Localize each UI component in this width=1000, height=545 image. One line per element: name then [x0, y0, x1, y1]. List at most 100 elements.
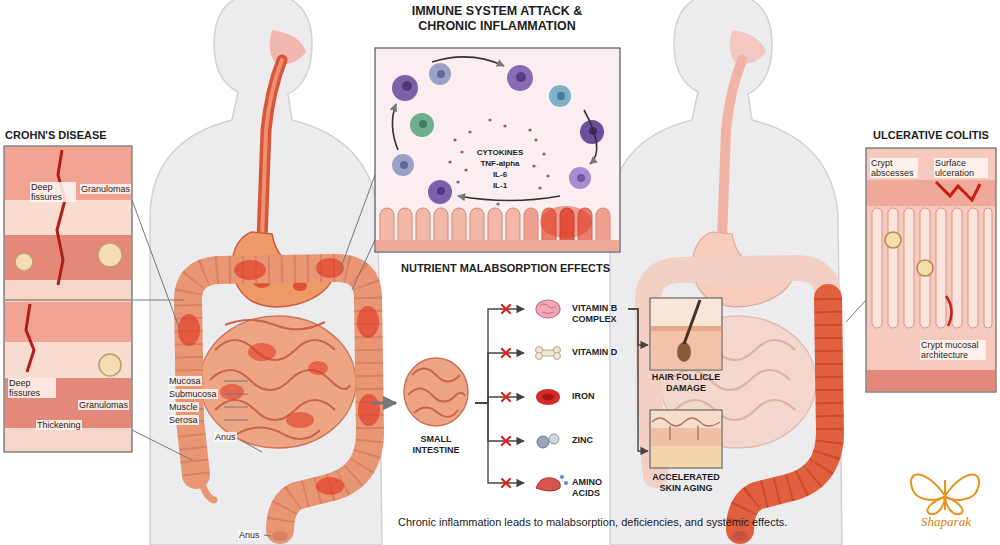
hair-follicle-image — [651, 326, 721, 331]
immune-inset — [375, 48, 620, 252]
small-intestine — [225, 320, 325, 329]
part-label: Deep fissures — [30, 182, 76, 202]
organ-node: SMALL INTESTINE — [397, 350, 475, 456]
brain-icon — [536, 300, 560, 318]
large-intestine — [648, 268, 828, 475]
part-label: Thickening — [36, 420, 82, 430]
part-label: IL-1 — [492, 181, 508, 191]
leader-line — [132, 200, 180, 330]
immune-inset — [432, 57, 504, 66]
flow-connector — [628, 309, 648, 451]
node-heading: HAIR FOLLICLE DAMAGE — [648, 372, 724, 394]
inset-panel: IMMUNE SYSTEM ATTACK & CHRONIC INFLAMMAT… — [372, 4, 622, 254]
nutrient-node: AMINO ACIDS — [524, 472, 628, 504]
crohn-wall-section — [57, 150, 65, 285]
small-intestine-icon — [408, 389, 465, 402]
immune-inset — [496, 202, 499, 205]
immune-inset — [528, 128, 531, 131]
large-intestine — [178, 314, 200, 346]
large-intestine — [648, 268, 830, 541]
zinc-icon — [537, 434, 559, 448]
large-intestine — [272, 531, 288, 541]
immune-inset — [453, 138, 456, 141]
immune-inset — [392, 75, 418, 101]
immune-inset — [516, 72, 526, 82]
node-heading: ZINC — [572, 435, 628, 446]
part-label: TNF-alpha — [479, 159, 520, 169]
flow-arrow — [372, 403, 396, 404]
immune-inset — [540, 206, 592, 238]
immune-inset — [458, 196, 560, 201]
crohn-wall-section — [26, 304, 34, 372]
part-label: Granulomas — [80, 184, 131, 194]
small-intestine — [286, 412, 314, 428]
part-label: Serosa — [168, 415, 199, 425]
zinc-icon — [537, 436, 549, 448]
body-silhouette — [610, 0, 842, 545]
colitis-mucosa-section — [968, 208, 978, 328]
small-intestine-icon — [414, 408, 458, 417]
skin-aging-image — [650, 410, 722, 468]
immune-inset — [546, 174, 549, 177]
bone-icon — [536, 347, 561, 360]
small-intestine — [215, 400, 335, 420]
large-intestine — [234, 260, 266, 280]
immune-inset — [468, 130, 471, 133]
body-silhouette — [150, 0, 382, 545]
large-intestine — [357, 306, 379, 338]
hair-follicle-image — [650, 298, 722, 370]
part-label: Crypt mucosal architecture — [920, 340, 986, 360]
brain-icon — [540, 304, 556, 314]
immune-inset — [375, 48, 620, 252]
immune-inset — [392, 154, 414, 176]
leader-line — [132, 430, 192, 460]
part-label: IL-6 — [492, 170, 508, 180]
colitis-mucosa-section — [952, 208, 962, 328]
blood-cell-icon — [542, 394, 554, 401]
crohn-wall-section — [98, 243, 122, 267]
immune-inset — [549, 85, 571, 107]
small-intestine — [235, 428, 320, 440]
effect-panel: HAIR FOLLICLE DAMAGE — [648, 296, 724, 394]
colitis-mucosa-section — [888, 208, 898, 328]
immune-inset — [402, 81, 412, 91]
nutrient-node: VITAMIN D — [524, 342, 628, 363]
part-label: Surface ulceration — [934, 158, 988, 178]
leader-line — [224, 381, 248, 382]
immune-inset — [584, 110, 597, 164]
hair-follicle-image — [650, 298, 722, 370]
colitis-mucosa-section — [936, 208, 946, 328]
brain-icon — [536, 300, 560, 318]
deficiency-cross — [502, 305, 510, 487]
immune-inset — [580, 120, 604, 144]
crohn-wall-section — [5, 200, 131, 235]
part-label: Submucosa — [168, 389, 218, 399]
leader-line — [340, 175, 375, 270]
small-intestine — [200, 316, 356, 448]
node-heading: ACCELERATED SKIN AGING — [648, 472, 724, 494]
large-intestine — [316, 258, 344, 278]
muscle-icon — [560, 475, 564, 479]
skin-aging-image — [650, 410, 722, 468]
leader-line — [224, 407, 248, 408]
crohn-wall-section — [5, 280, 131, 298]
node-heading: SMALL INTESTINE — [397, 434, 475, 456]
small-intestine — [220, 384, 244, 400]
flow-connector — [475, 403, 524, 483]
crohn-wall-section — [99, 354, 121, 376]
large-intestine — [200, 478, 214, 500]
immune-inset — [376, 240, 619, 251]
immune-inset — [503, 124, 506, 127]
zinc-icon — [549, 434, 559, 444]
node-heading: IMMUNE SYSTEM ATTACK & CHRONIC INFLAMMAT… — [392, 4, 602, 34]
flow-connector — [475, 353, 524, 403]
node-heading: AMINO ACIDS — [572, 477, 628, 499]
small-intestine — [200, 316, 356, 448]
colitis-mucosa-section — [946, 296, 952, 326]
blood-cell-icon — [536, 389, 560, 405]
part-label: Crypt abscesses — [870, 158, 918, 178]
colitis-mucosa-section — [867, 180, 995, 206]
caption: Chronic inflammation leads to malabsorpt… — [398, 516, 787, 529]
muscle-icon — [536, 475, 568, 491]
colitis-mucosa-section — [917, 260, 933, 276]
